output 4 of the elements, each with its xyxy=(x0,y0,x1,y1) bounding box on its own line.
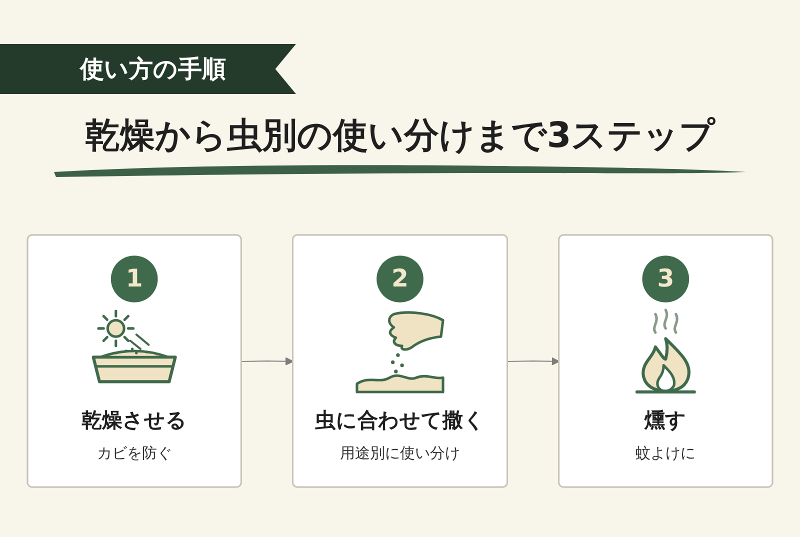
arrow xyxy=(241,357,294,366)
title: 乾燥から虫別の使い分けまで3ステップ xyxy=(84,115,716,158)
heading-ribbon: 使い方の手順 xyxy=(0,44,296,94)
arrow xyxy=(507,357,560,366)
